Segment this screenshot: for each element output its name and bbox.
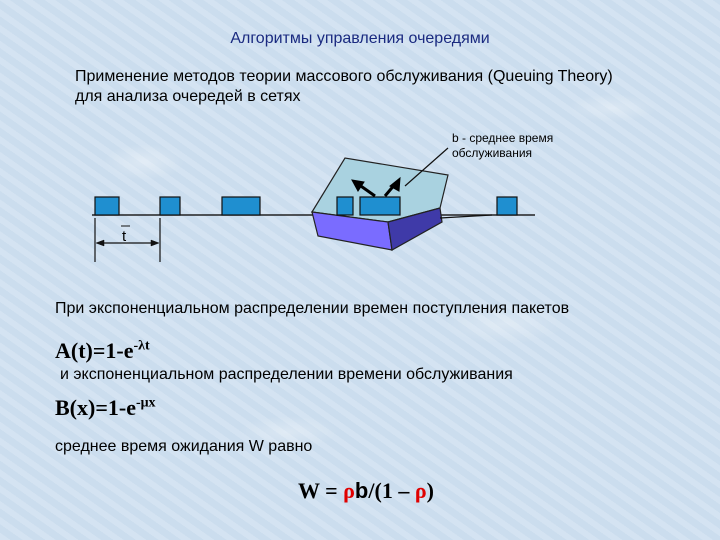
server-exit-line [439,214,493,219]
packet [359,196,401,216]
packet [159,196,181,216]
server-box [311,157,449,251]
slide-title: Алгоритмы управления очередями [230,30,490,47]
formula-arrival: A(t)=1-e-λt [55,338,150,364]
interval-label: t [122,228,127,245]
service-text: и экспоненциальном распределении времени… [60,366,513,383]
arrival-text: При экспоненциальном распределении време… [55,300,570,317]
interval-marker [94,218,161,262]
formula-service-base: B(x)=1-e [55,395,136,420]
formula-wait-lhs: W = [298,478,344,503]
formula-arrival-base: A(t)=1-e [55,338,134,363]
packet [94,196,120,216]
callout-pointer [404,147,449,187]
service-time-callout: b - среднее время обслуживания [452,131,554,160]
formula-wait-b: b [354,478,369,503]
packet [221,196,261,216]
wait-text: среднее время ожидания W равно [55,438,313,455]
formula-wait-rho2: ρ [414,478,427,503]
service-arrows [351,176,401,198]
formula-arrival-exponent: -λt [133,338,150,354]
formula-wait-close: ) [426,478,434,503]
formula-service: B(x)=1-e-μx [55,395,156,421]
formula-wait-open: /(1 – [368,478,415,503]
formula-service-exponent: -μx [135,395,156,411]
formula-wait: W = ρb/(1 – ρ) [298,478,434,504]
packet [336,196,354,216]
formula-wait-rho: ρ [343,478,355,503]
packet [496,196,518,216]
intro-text: Применение методов теории массового обсл… [75,68,613,105]
